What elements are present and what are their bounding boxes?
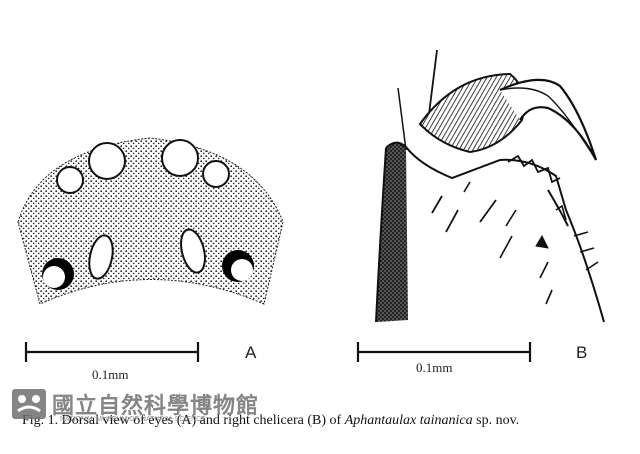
eye-large-right — [161, 139, 199, 177]
caption-species: Aphantaulax tainanica — [344, 413, 473, 428]
figure-caption: Fig. 1. Dorsal view of eyes (A) and righ… — [22, 413, 622, 429]
eye-small-left — [56, 166, 84, 194]
panel-label-a: A — [245, 343, 257, 362]
museum-watermark: 國立自然科學博物館 NATIONAL MUSEUM OF NATURAL SCI… — [12, 386, 260, 423]
eye-oval-right — [180, 228, 206, 274]
watermark-text: 國立自然科學博物館 — [52, 394, 260, 419]
eye-dark-left — [43, 266, 65, 288]
scale-label-a: 0.1mm — [92, 367, 129, 382]
scale-bar-b — [356, 342, 532, 362]
eye-region-drawing — [17, 137, 284, 305]
museum-logo-icon — [12, 389, 46, 419]
caption-prefix: Fig. 1. Dorsal view of eyes (A) and righ… — [22, 413, 345, 428]
eye-oval-left — [88, 234, 114, 280]
panel-label-b: B — [576, 343, 588, 362]
caption-suffix: sp. nov. — [472, 413, 520, 428]
scale-bar-a — [24, 342, 200, 362]
eye-dark-right — [231, 259, 253, 281]
chelicera-drawing — [375, 49, 605, 323]
eye-large-left — [88, 142, 126, 180]
scale-label-b: 0.1mm — [416, 360, 453, 375]
watermark-subtext: NATIONAL MUSEUM OF NATURAL SCIENCE — [60, 416, 206, 423]
eye-small-right — [202, 160, 230, 188]
